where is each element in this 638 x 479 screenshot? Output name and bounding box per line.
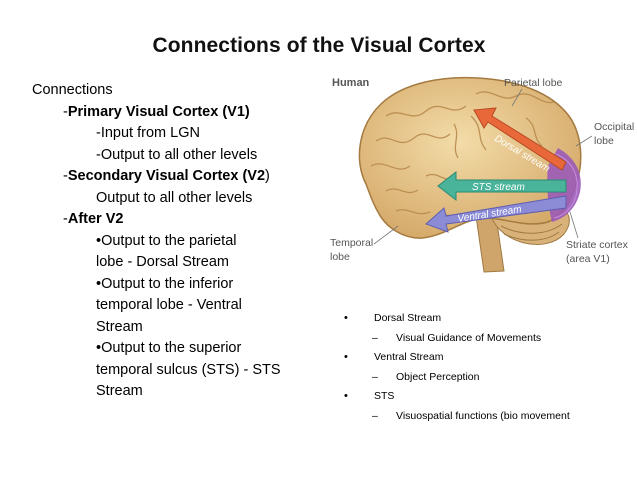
v1-item: -Output to all other levels [96, 146, 258, 163]
after-prefix: - [63, 211, 68, 227]
occipital-lobe-label-2: lobe [594, 135, 614, 147]
after-v2-line-4: temporal lobe - Ventral [96, 297, 242, 313]
list-item: • Dorsal Stream [344, 312, 634, 332]
list-sub-item: – Object Perception [344, 371, 634, 390]
after-v2-line-8: Stream [96, 383, 143, 399]
bullet-label: STS [374, 390, 395, 402]
v2-item: Output to all other levels [96, 189, 253, 206]
after-v2-line-1: •Output to the parietal [96, 232, 237, 249]
temporal-lobe-label: Temporal [330, 237, 373, 249]
bullet-dash: – [372, 410, 378, 422]
page-title: Connections of the Visual Cortex [152, 34, 486, 57]
ventral-stream-arrow [425, 195, 567, 233]
after-v2-label: After V2 [67, 211, 124, 227]
occipital-lobe-label: Occipital [594, 121, 634, 133]
after-v2-line-5: Stream [96, 318, 143, 335]
bullet-label: Ventral Stream [374, 351, 444, 363]
v2-label: Secondary Visual Cortex ( [67, 168, 248, 184]
after-v2-line-6: •Output to the superior [96, 340, 242, 356]
bullet-dash: – [372, 332, 378, 344]
v2-prefix: - [63, 168, 68, 184]
v2-label-end: ) [265, 168, 270, 184]
gyri-lines [370, 91, 555, 219]
after-v2-line-3: •Output to the inferior [96, 275, 234, 292]
dorsal-stream-arrow [473, 107, 567, 171]
connections-heading: Connections [32, 82, 113, 98]
list-sub-item: – Visual Guidance of Movements [344, 332, 634, 351]
bullet-label: Dorsal Stream [374, 312, 442, 324]
after-v2-line-2: lobe - Dorsal Stream [96, 254, 229, 270]
v1-line: -Primary Visual Cortex (V1) [32, 102, 322, 124]
v1-prefix: - [63, 103, 68, 120]
striate-cortex-label-2: (area V1) [566, 253, 610, 265]
v1-label: Primary Visual Cortex (V1) [67, 103, 250, 120]
v2-line: -Secondary Visual Cortex (V2) [32, 166, 322, 188]
bullet-dot: • [344, 312, 348, 324]
parietal-lobe-label: Parietal lobe [504, 77, 563, 89]
after-v2-line: -After V2 [32, 209, 322, 231]
brain-illustration: Dorsal stream STS stream Ventral stream … [330, 76, 634, 273]
human-label: Human [332, 77, 370, 89]
bullet-sub: Object Perception [396, 371, 480, 383]
list-item: • STS [344, 390, 634, 410]
connections-text: Connections -Primary Visual Cortex (V1) … [32, 80, 322, 403]
bullet-sub: Visuospatial functions (bio movement [396, 410, 570, 422]
striate-cortex-label: Striate cortex [566, 239, 629, 251]
sts-stream-arrow [437, 170, 567, 202]
temporal-lobe-label-2: lobe [330, 251, 350, 263]
list-item: • Ventral Stream [344, 351, 634, 371]
brain-figure: Dorsal stream STS stream Ventral stream … [326, 66, 638, 280]
bullet-dot: • [344, 390, 348, 402]
list-sub-item: – Visuospatial functions (bio movement [344, 410, 634, 429]
bullet-sub: Visual Guidance of Movements [396, 332, 542, 344]
after-v2-line-7: temporal sulcus (STS) - STS [96, 361, 281, 378]
sts-stream-arrow-label: STS stream [472, 182, 525, 193]
v1-item: -Input from LGN [96, 125, 200, 141]
v2-label-abbr: V2 [247, 168, 266, 184]
bullet-dot: • [344, 351, 348, 363]
bullet-dash: – [372, 371, 378, 383]
stream-bullets: • Dorsal Stream – Visual Guidance of Movem… [344, 312, 634, 429]
